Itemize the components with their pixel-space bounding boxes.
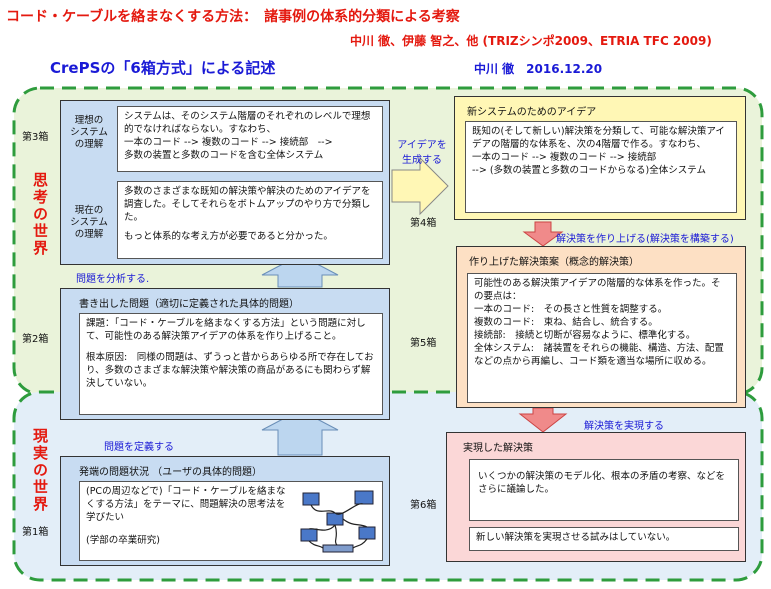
box5-header: 作り上げた解決策案（概念的解決策） — [469, 257, 639, 268]
box4-panel: 新システムのためのアイデア 既知の(そして新しい)解決策を分類して、可能な解決策… — [454, 96, 746, 220]
box2-header: 書き出した問題（適切に定義された具体的問題） — [79, 299, 299, 310]
current-system-text: 多数のさまざまな既知の解決策や解決のためのアイデアを調査した。そしてそれらをボト… — [124, 186, 371, 223]
box1-text: (PCの周辺などで)「コード・ケーブルを絡まなくする方法」をテーマに、問題解決の… — [86, 486, 286, 523]
box1-note: (学部の卒業研究) — [86, 535, 160, 546]
ideal-system-text: システムは、そのシステム階層のそれぞれのレベルで理想的でなければならない。すなわ… — [117, 106, 383, 172]
box1-label: 第1箱 — [22, 527, 49, 538]
author-date: 中川 徹 2016.12.20 — [474, 62, 603, 76]
box5-item-whole-system: 全体システム: 諸装置をそれらの機能、構造、方法、配置などの点から再編し、コード… — [474, 343, 724, 367]
box1-panel: 発端の問題状況 （ユーザの具体的問題） (PCの周辺などで)「コード・ケーブルを… — [60, 456, 390, 566]
current-system-box: 多数のさまざまな既知の解決策や解決のためのアイデアを調査した。そしてそれらをボト… — [117, 181, 383, 259]
box6-header: 実現した解決策 — [463, 443, 533, 454]
box5-item-single-cord: 一本のコード: その長さと性質を調整する。 — [474, 304, 668, 315]
box4-label: 第4箱 — [410, 218, 437, 229]
arrow-box3-to-box4 — [391, 156, 449, 216]
arrow-label-define: 問題を定義する — [104, 442, 174, 453]
arrow-box2-to-box3 — [261, 254, 339, 288]
arrow-label-analyze: 問題を分析する. — [76, 274, 150, 285]
thinking-world-label: 思考の世界 — [31, 172, 49, 257]
box5-intro: 可能性のある解決策アイデアの階層的な体系を作った。その要点は： — [474, 278, 721, 302]
box2-panel: 書き出した問題（適切に定義された具体的問題） 課題：「コード・ケーブルを絡まなく… — [60, 288, 390, 420]
box2-task: 課題：「コード・ケーブルを絡まなくする方法」という問題に対して、可能性のある解決… — [86, 318, 366, 342]
box3-panel: 理想の システム の理解 システムは、そのシステム階層のそれぞれのレベルで理想的… — [60, 100, 390, 265]
box6-text: いくつかの解決策のモデル化、根本の矛盾の考察、などをさらに議論した。 — [469, 459, 739, 521]
arrow-box5-to-box6 — [518, 407, 568, 433]
box5-panel: 作り上げた解決策案（概念的解決策） 可能性のある解決策アイデアの階層的な体系を作… — [456, 246, 746, 408]
tangled-cables-illustration — [300, 490, 376, 553]
box1-header: 発端の問題状況 （ユーザの具体的問題） — [79, 467, 262, 478]
box5-content: 可能性のある解決策アイデアの階層的な体系を作った。その要点は： 一本のコード: … — [467, 273, 737, 403]
current-system-conclusion: もっと体系的な考え方が必要であると分かった。 — [124, 231, 333, 242]
box5-item-multiple-cords: 複数のコード: 束ね、結合し、統合する。 — [474, 317, 658, 328]
box4-text: 既知の(そして新しい)解決策を分類して、可能な解決策アイデアの階層的な体系を、次… — [465, 121, 737, 213]
arrow-box1-to-box2 — [261, 409, 339, 456]
box5-label: 第5箱 — [410, 338, 437, 349]
real-world-label: 現実の世界 — [31, 428, 49, 513]
arrow-box4-to-box5 — [522, 221, 564, 247]
box5-item-connector: 接続部: 接続と切断が容易なように、標準化する。 — [474, 330, 696, 341]
arrow-label-build-solution: 解決策を作り上げる(解決策を構築する) — [556, 234, 734, 245]
box6-panel: 実現した解決策 いくつかの解決策のモデル化、根本の矛盾の考察、などをさらに議論し… — [446, 432, 746, 562]
main-title: コード・ケーブルを絡まなくする方法： 諸事例の体系的分類による考察 — [6, 9, 460, 25]
box6-note: 新しい解決策を実現させる試みはしていない。 — [469, 527, 739, 551]
ideal-system-label: 理想の システム の理解 — [70, 115, 108, 150]
crepss-title: CrePSの「6箱方式」による記述 — [50, 59, 276, 77]
box3-label: 第3箱 — [22, 132, 49, 143]
box2-root-cause: 根本原因: 同様の問題は、ずうっと昔からあらゆる所で存在しており、多数のさまざま… — [86, 352, 374, 389]
arrow-label-realize-solution: 解決策を実現する — [584, 421, 664, 432]
box4-header: 新システムのためのアイデア — [467, 107, 597, 118]
arrow-label-generate-ideas: アイデアを 生成する — [397, 140, 447, 166]
box6-label: 第6箱 — [410, 500, 437, 511]
box2-content: 課題：「コード・ケーブルを絡まなくする方法」という問題に対して、可能性のある解決… — [79, 313, 383, 415]
box2-label: 第2箱 — [22, 334, 49, 345]
current-system-label: 現在の システム の理解 — [70, 205, 108, 240]
subtitle: 中川 徹、伊藤 智之、他 (TRIZシンポ2009、ETRIA TFC 2009… — [350, 34, 712, 48]
